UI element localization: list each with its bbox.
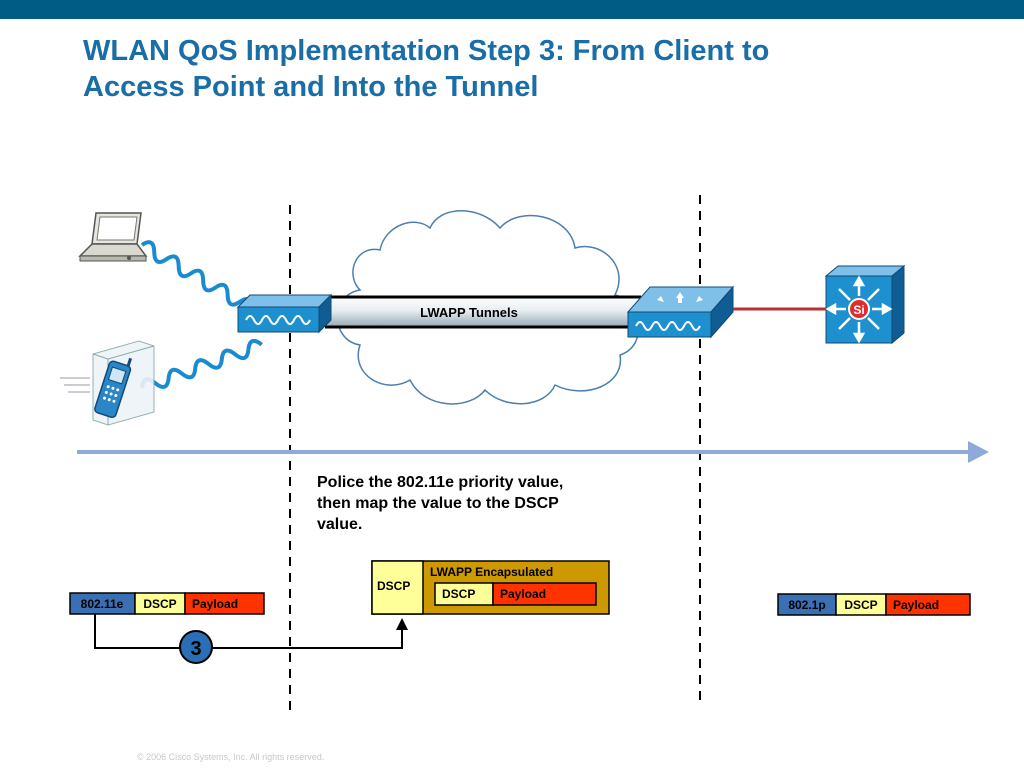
step-connector [94, 614, 408, 649]
client-frame-dscp: DSCP [143, 597, 176, 611]
note-line-2: then map the value to the DSCP [317, 495, 559, 512]
client-frame-l2: 802.11e [81, 597, 124, 611]
wired-frame [777, 593, 971, 616]
note-line-3: value. [317, 516, 363, 533]
lwapp-inner-dscp: DSCP [442, 587, 475, 601]
lwapp-outer-dscp: DSCP [377, 579, 410, 593]
title-line-2: Access Point and Into the Tunnel [83, 71, 539, 103]
client-frame [69, 592, 265, 615]
policing-note: Police the 802.11e priority value, then … [317, 472, 637, 535]
wireless-waves-laptop [140, 240, 255, 310]
page-title: WLAN QoS Implementation Step 3: From Cli… [83, 33, 983, 105]
client-frame-payload: Payload [192, 597, 238, 611]
header-bar [0, 0, 1024, 19]
flow-arrow [77, 441, 989, 463]
wireless-waves-phone [140, 338, 263, 389]
lwapp-tunnel [325, 295, 641, 329]
wired-frame-payload: Payload [893, 598, 939, 612]
access-point-icon [236, 293, 333, 334]
title-line-1: WLAN QoS Implementation Step 3: From Cli… [83, 35, 770, 67]
lwapp-encap-label: LWAPP Encapsulated [430, 565, 553, 579]
lwapp-inner-payload: Payload [500, 587, 546, 601]
phone-icon [60, 340, 155, 426]
multilayer-switch-icon [824, 264, 906, 345]
switch-label: Si [853, 303, 864, 317]
note-line-1: Police the 802.11e priority value, [317, 474, 564, 491]
wired-frame-l2: 802.1p [788, 598, 825, 612]
wired-frame-dscp: DSCP [844, 598, 877, 612]
step-number: 3 [190, 638, 201, 660]
tunnel-label: LWAPP Tunnels [420, 305, 518, 320]
laptop-icon [78, 212, 148, 262]
copyright-footer: © 2006 Cisco Systems, Inc. All rights re… [137, 752, 325, 762]
wlan-controller-icon [626, 285, 735, 339]
step-badge [179, 630, 213, 664]
lwapp-frame [371, 560, 610, 615]
